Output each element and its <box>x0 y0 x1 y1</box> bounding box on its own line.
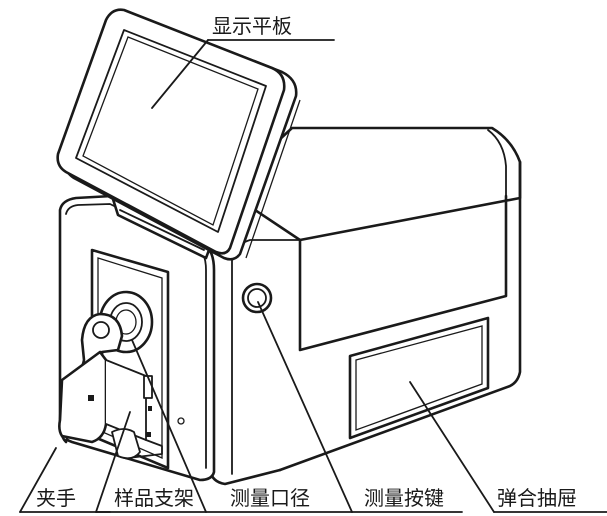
label-display-tablet: 显示平板 <box>212 14 292 38</box>
instrument-body <box>208 126 522 486</box>
label-clamp: 夹手 <box>36 486 76 510</box>
clamp-arm <box>58 312 163 460</box>
holder-slot-2 <box>146 432 151 437</box>
label-measure-button: 测量按键 <box>364 486 444 510</box>
label-spring-drawer: 弹合抽屉 <box>497 486 577 510</box>
label-measuring-aperture: 测量口径 <box>230 486 310 510</box>
clamp-slot <box>88 395 94 401</box>
display-tablet <box>56 8 301 261</box>
spring-drawer <box>348 316 490 440</box>
label-sample-holder: 样品支架 <box>114 486 194 510</box>
leader-lines <box>19 39 607 513</box>
measure-button <box>241 282 273 314</box>
holder-slot <box>148 406 152 411</box>
